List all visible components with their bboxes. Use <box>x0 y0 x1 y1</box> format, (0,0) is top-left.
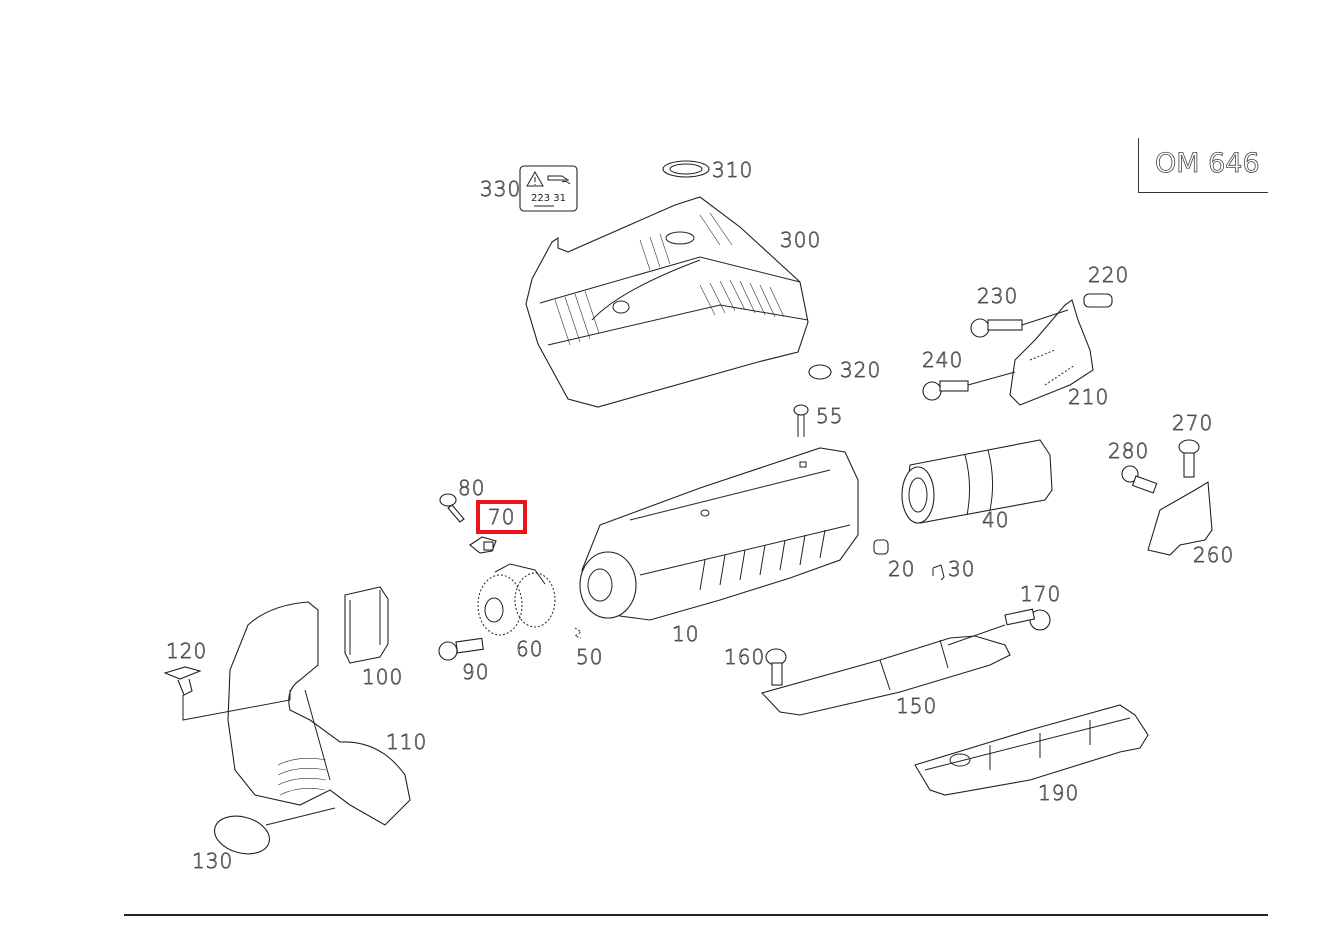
part-100-cap[interactable] <box>344 586 389 664</box>
part-70-sensor[interactable] <box>469 536 497 554</box>
callout-220[interactable]: 220 <box>1088 263 1130 287</box>
part-230-bolt[interactable] <box>970 309 1069 338</box>
callout-150[interactable]: 150 <box>896 694 938 718</box>
callout-80[interactable]: 80 <box>458 476 486 500</box>
part-160-bolt[interactable] <box>765 648 787 686</box>
part-40-filter-element[interactable] <box>901 439 1053 524</box>
part-220-spacer[interactable] <box>1083 293 1113 308</box>
part-170-bolt[interactable] <box>947 608 1051 646</box>
callout-100[interactable]: 100 <box>362 665 404 689</box>
callout-130[interactable]: 130 <box>192 849 234 873</box>
callout-110[interactable]: 110 <box>386 730 428 754</box>
part-60-mass-air-flow-sensor[interactable] <box>477 563 556 636</box>
callout-30[interactable]: 30 <box>948 557 976 581</box>
callout-300[interactable]: 300 <box>780 228 822 252</box>
part-320-rubber-mount[interactable] <box>808 364 832 380</box>
callout-50[interactable]: 50 <box>576 645 604 669</box>
callout-60[interactable]: 60 <box>516 637 544 661</box>
callout-70-selected[interactable]: 70 <box>475 500 528 534</box>
callout-210[interactable]: 210 <box>1068 385 1110 409</box>
callout-170[interactable]: 170 <box>1020 582 1062 606</box>
footer-divider <box>124 914 1268 916</box>
callout-160[interactable]: 160 <box>724 645 766 669</box>
engine-code-label: OM 646 <box>1155 148 1260 180</box>
part-50-clip[interactable] <box>573 627 582 639</box>
part-210-bracket[interactable] <box>1009 299 1094 406</box>
callout-20[interactable]: 20 <box>888 557 916 581</box>
callout-230[interactable]: 230 <box>977 284 1019 308</box>
part-150-heat-shield[interactable] <box>760 635 1011 716</box>
part-130-end-cap[interactable] <box>210 807 336 860</box>
callout-120[interactable]: 120 <box>166 639 208 663</box>
part-30-clip[interactable] <box>932 564 945 581</box>
callout-320[interactable]: 320 <box>840 358 882 382</box>
callout-55[interactable]: 55 <box>816 404 844 428</box>
part-270-bolt[interactable] <box>1178 439 1200 478</box>
part-110-air-intake-duct[interactable] <box>227 601 411 826</box>
callout-40[interactable]: 40 <box>982 508 1010 532</box>
callout-260[interactable]: 260 <box>1193 543 1235 567</box>
part-190-cover[interactable] <box>914 704 1149 796</box>
callout-330[interactable]: 330 <box>480 177 522 201</box>
part-310-sealing-ring[interactable] <box>662 160 710 178</box>
part-260-heat-shield[interactable] <box>1147 481 1213 556</box>
callout-310[interactable]: 310 <box>712 158 754 182</box>
part-240-bolt[interactable] <box>922 371 1016 401</box>
callout-270[interactable]: 270 <box>1172 411 1214 435</box>
callout-10[interactable]: 10 <box>672 622 700 646</box>
svg-text:223 31: 223 31 <box>531 193 566 204</box>
part-20-grommet[interactable] <box>873 539 889 555</box>
part-55-screw[interactable] <box>793 404 809 437</box>
part-120-clip[interactable] <box>163 666 291 721</box>
part-90-bolt[interactable] <box>438 637 484 661</box>
part-280-bolt[interactable] <box>1121 465 1158 494</box>
callout-280[interactable]: 280 <box>1108 439 1150 463</box>
part-10-air-filter-housing[interactable] <box>579 447 859 621</box>
part-80-screw[interactable] <box>439 493 465 523</box>
callout-90[interactable]: 90 <box>462 660 490 684</box>
engine-code-badge: OM 646 <box>1138 138 1268 193</box>
callout-190[interactable]: 190 <box>1038 781 1080 805</box>
part-300-engine-cover[interactable] <box>525 196 809 408</box>
callout-240[interactable]: 240 <box>922 348 964 372</box>
part-330-warning-label[interactable]: 223 31 <box>519 165 578 212</box>
